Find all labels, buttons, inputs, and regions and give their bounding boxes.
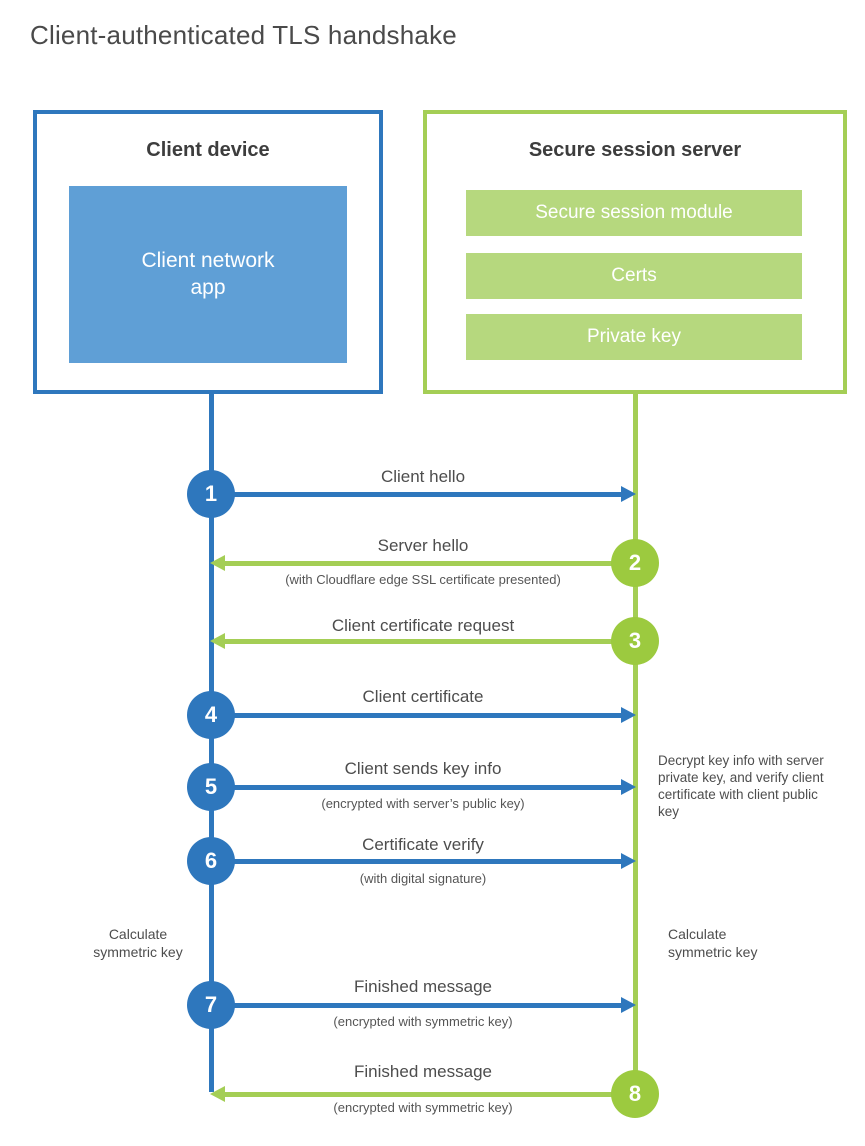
client-network-app-box: Client network app [69,186,347,363]
step-1-number: 1 [204,481,218,506]
step-3-number: 3 [628,628,642,653]
arrowhead-right-icon [621,486,636,502]
step-6-subtext: (with digital signature) [359,871,487,886]
step-6-arrow-right-icon [211,853,636,869]
step-2-label: Server hello [377,536,469,555]
arrowhead-right-icon [621,779,636,795]
step-1-badge: 1 [187,470,235,518]
step-5-label: Client sends key info [344,759,502,778]
step-7-arrow-right-icon [211,997,636,1013]
client-lifeline [209,394,214,1092]
step-8-label: Finished message [354,1062,492,1081]
step-2-arrow-left-icon [210,555,635,571]
step-4-arrow-right-icon [211,707,636,723]
page-title: Client-authenticated TLS handshake [30,20,457,50]
client-device-title: Client device [146,139,270,161]
step-4-number: 4 [204,702,218,727]
step-2-badge: 2 [611,539,659,587]
arrowhead-left-icon [210,633,225,649]
server-module-private-key-label: Private key [587,326,681,347]
step-5-badge: 5 [187,763,235,811]
step-5-number: 5 [204,774,218,799]
step-3-arrow-left-icon [210,633,635,649]
calculate-symmetric-key-note-server: Calculate symmetric key [668,926,758,960]
step-2-number: 2 [628,550,642,575]
server-module-secure-session-label: Secure session module [535,202,733,223]
step-4-label: Client certificate [362,687,484,706]
step-8-number: 8 [628,1081,642,1106]
arrowhead-right-icon [621,707,636,723]
step-7-subtext: (encrypted with symmetric key) [333,1014,513,1029]
step-6-number: 6 [204,848,218,873]
server-lifeline [633,394,638,1094]
step-3-badge: 3 [611,617,659,665]
step-8-subtext: (encrypted with symmetric key) [333,1100,513,1115]
server-module-certs-label: Certs [611,265,657,286]
step-6-badge: 6 [187,837,235,885]
server-module-private-key: Private key [466,314,802,360]
decrypt-key-note: Decrypt key info with server private key… [658,753,824,819]
arrowhead-left-icon [210,1086,225,1102]
arrowhead-right-icon [621,853,636,869]
arrowhead-left-icon [210,555,225,571]
server-module-secure-session: Secure session module [466,190,802,236]
step-6-label: Certificate verify [362,835,484,854]
step-8-arrow-left-icon [210,1086,635,1102]
step-2-subtext: (with Cloudflare edge SSL certificate pr… [285,572,561,587]
step-8-badge: 8 [611,1070,659,1118]
step-4-badge: 4 [187,691,235,739]
step-5-arrow-right-icon [211,779,636,795]
secure-session-server-title: Secure session server [528,139,742,161]
server-module-certs: Certs [466,253,802,299]
step-1-arrow-right-icon [211,486,636,502]
step-1-label: Client hello [380,467,466,486]
client-network-app-label: Client network app [141,249,275,299]
step-3-label: Client certificate request [331,616,515,635]
step-7-label: Finished message [354,977,492,996]
step-7-number: 7 [204,992,218,1017]
step-7-badge: 7 [187,981,235,1029]
step-5-subtext: (encrypted with server’s public key) [321,796,525,811]
arrowhead-right-icon [621,997,636,1013]
calculate-symmetric-key-note-client: Calculate symmetric key [93,926,183,960]
